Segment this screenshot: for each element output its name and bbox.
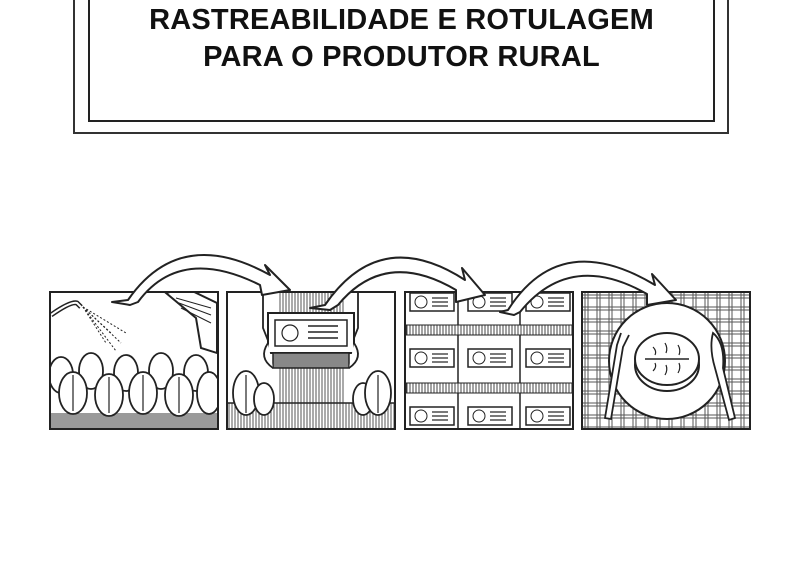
page-title: RASTREABILIDADE E ROTULAGEM PARA O PRODU… <box>88 2 715 76</box>
title-line-1: RASTREABILIDADE E ROTULAGEM <box>149 4 654 36</box>
panel-distribution <box>404 291 574 430</box>
panel-consumption <box>581 291 751 430</box>
plate-tablecloth-icon <box>583 293 749 428</box>
labeled-box-hands-icon <box>228 293 394 428</box>
title-frame-inner <box>88 0 715 122</box>
title-frame-outer <box>73 0 729 134</box>
panel-cultivation <box>49 291 219 430</box>
field-watering-icon <box>51 293 217 428</box>
panel-packing <box>226 291 396 430</box>
stacked-boxes-icon <box>406 293 572 428</box>
title-line-2: PARA O PRODUTOR RURAL <box>203 41 600 73</box>
